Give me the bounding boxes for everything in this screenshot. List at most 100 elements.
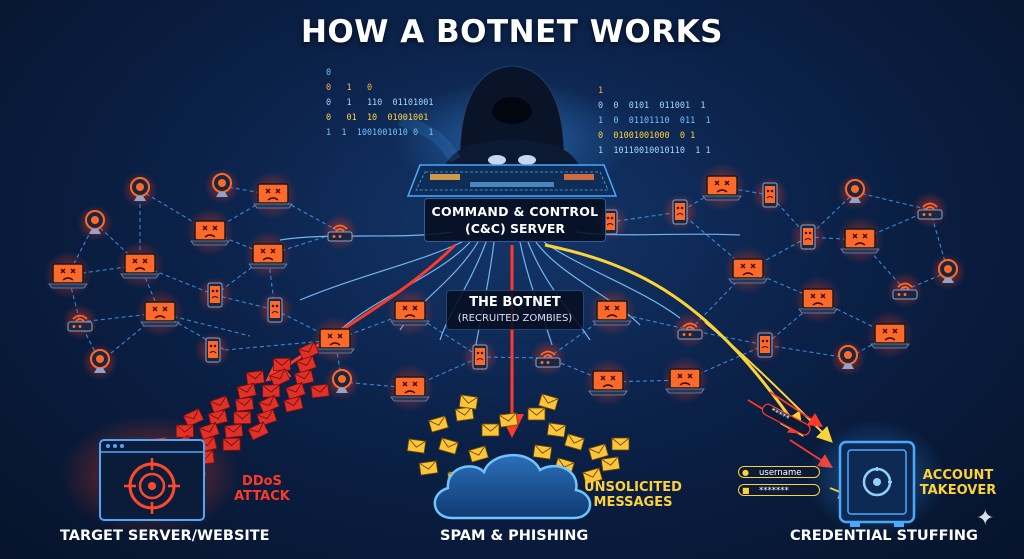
lock-icon: ■: [742, 486, 750, 495]
envelope-icon: [406, 438, 427, 454]
zombie-laptop-icon: [386, 364, 434, 412]
envelope-icon: [233, 411, 252, 425]
zombie-laptop-icon: [661, 356, 709, 404]
envelope-icon: [532, 444, 553, 460]
zombie-laptop-icon: [698, 163, 746, 211]
binary-line: 1: [598, 86, 604, 96]
envelope-icon: [236, 382, 257, 400]
zombie-phone-icon: [790, 219, 826, 255]
envelope-icon: [527, 407, 546, 421]
spam-phishing-label: SPAM & PHISHING: [440, 528, 589, 544]
botnet-label: THE BOTNET (RECRUITED ZOMBIES): [446, 290, 584, 330]
zombie-webcam-icon: [930, 254, 966, 290]
zombie-phone-icon: [257, 292, 293, 328]
zombie-laptop-icon: [866, 311, 914, 359]
password-field-text: *******: [759, 486, 789, 496]
envelope-icon: [564, 433, 585, 451]
zombie-laptop-icon: [44, 251, 92, 299]
zombie-devices: [44, 163, 966, 412]
binary-line: 0 01 10 01001001: [326, 113, 429, 123]
zombie-webcam-icon: [122, 172, 158, 208]
unsolicited-line1: UNSOLICITED: [584, 480, 682, 495]
envelope-icon: [245, 370, 265, 386]
envelope-icon: [468, 445, 489, 463]
binary-line: 0 0 0101 011001 1: [598, 101, 706, 111]
botnet-subtitle: (RECRUITED ZOMBIES): [457, 313, 573, 324]
envelope-icon: [294, 369, 315, 386]
envelope-icon: [458, 394, 479, 410]
binary-line: 0 1 0: [326, 83, 373, 93]
username-field-text: username: [759, 468, 802, 478]
binary-line: 1 10110010010110 1 1: [598, 146, 711, 156]
binary-stream-left-text: 0 0 1 0 0 1 110 01101001 0 01 10 01001001 1 …: [326, 66, 433, 141]
zombie-webcam-icon: [82, 344, 118, 380]
cc-server-subtitle: (C&C) SERVER: [464, 221, 566, 236]
cc-server-title: COMMAND & CONTROL: [431, 204, 599, 219]
envelope-icon: [283, 396, 304, 413]
safe-icon: [806, 420, 946, 536]
envelope-icon: [272, 357, 291, 371]
ddos-label-line2: ATTACK: [234, 489, 290, 504]
binary-stream-left: [398, 114, 461, 163]
password-stream-icon: [761, 403, 811, 436]
zombie-phone-icon: [752, 177, 788, 213]
envelope-icon: [600, 456, 621, 472]
zombie-router-icon: [530, 340, 566, 376]
envelope-icon: [310, 383, 330, 399]
envelope-icon: [498, 412, 519, 428]
zombie-phone-icon: [662, 194, 698, 230]
zombie-router-icon: [322, 214, 358, 250]
takeover-line1: ACCOUNT: [922, 468, 994, 483]
zombie-laptop-icon: [249, 171, 297, 219]
envelope-icon: [481, 423, 500, 437]
crosshair-icon: [124, 458, 180, 514]
zombie-webcam-icon: [77, 205, 113, 241]
envelope-icon: [546, 422, 567, 438]
envelope-icon: [428, 415, 449, 433]
envelope-icon: [207, 409, 229, 426]
envelope-icon: [438, 437, 459, 455]
zombie-webcam-icon: [837, 174, 873, 210]
envelope-icon: [582, 467, 603, 485]
envelope-icon: [588, 443, 609, 461]
target-server-label: TARGET SERVER/WEBSITE: [60, 528, 270, 544]
zombie-router-icon: [887, 272, 923, 308]
zombie-laptop-icon: [116, 241, 164, 289]
zombie-phone-icon: [195, 332, 231, 368]
zombie-laptop-icon: [584, 358, 632, 406]
zombie-webcam-icon: [204, 168, 240, 204]
ddos-label-line1: DDoS: [242, 474, 282, 489]
page-title: HOW A BOTNET WORKS: [300, 14, 724, 50]
zombie-laptop-icon: [836, 216, 884, 264]
zombie-webcam-icon: [830, 340, 866, 376]
credential-arrow-red-2: [769, 391, 824, 427]
cc-server-label: COMMAND & CONTROL (C&C) SERVER: [424, 198, 606, 242]
zombie-phone-icon: [197, 277, 233, 313]
binary-line: 0: [326, 68, 332, 78]
envelope-icon: [234, 396, 255, 412]
ddos-attack-label: DDoS ATTACK: [232, 474, 292, 504]
target-server-window: [60, 415, 240, 535]
zombie-laptop-icon: [244, 231, 292, 279]
binary-line: 1 0 01101110 011 1: [598, 116, 711, 126]
user-icon: ●: [742, 468, 749, 477]
zombie-phone-icon: [747, 327, 783, 363]
zombie-laptop-icon: [186, 208, 234, 256]
zombie-laptop-icon: [311, 316, 359, 364]
zombie-webcam-icon: [324, 364, 360, 400]
envelope-icon: [256, 408, 278, 427]
unsolicited-line2: MESSAGES: [593, 495, 673, 510]
credential-stuffing-label: CREDENTIAL STUFFING: [790, 528, 978, 544]
envelope-icon: [209, 395, 231, 414]
envelope-icon: [454, 406, 475, 422]
zombie-laptop-icon: [136, 289, 184, 337]
envelope-icon: [285, 382, 307, 400]
binary-line: 0 1 110 01101001: [326, 98, 434, 108]
zombie-phone-icon: [462, 339, 498, 375]
zombie-router-icon: [672, 312, 708, 348]
envelope-icon: [268, 368, 291, 388]
takeover-line2: TAKEOVER: [919, 483, 997, 498]
binary-line: 1 1 1001001010 0 1: [326, 128, 434, 138]
